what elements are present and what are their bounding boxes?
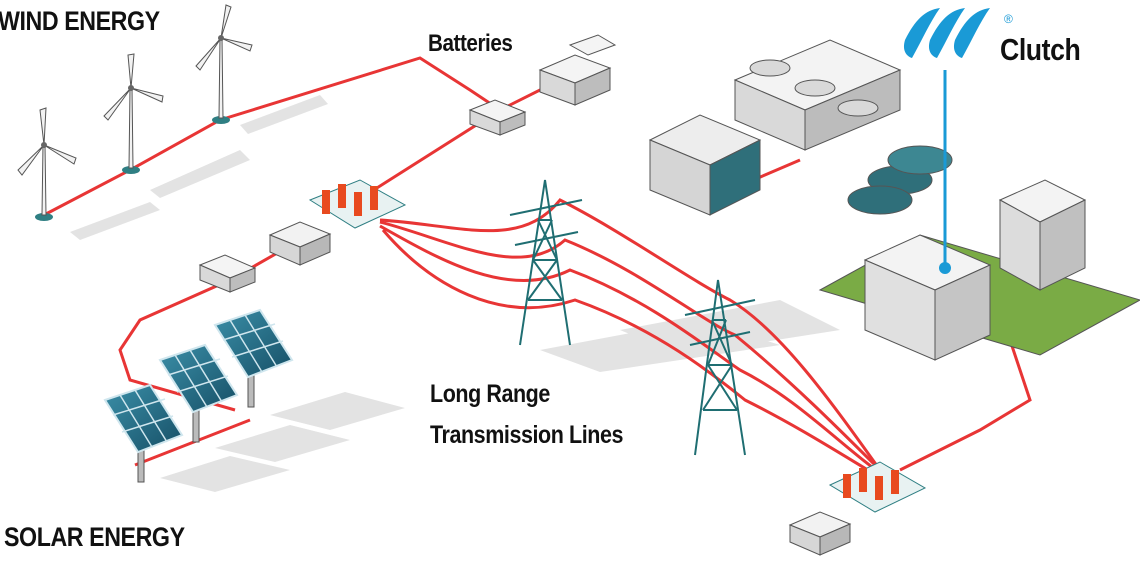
- wind-turbine: [195, 4, 253, 124]
- solar-panels: [103, 308, 294, 483]
- transmission-label-line2: Transmission Lines: [430, 421, 624, 449]
- transmission-label-line1: Long Range: [430, 380, 550, 408]
- substation: [268, 179, 407, 266]
- batteries: [198, 34, 617, 293]
- clutch-brand-name: Clutch: [1000, 32, 1081, 67]
- solar-panel: [158, 343, 239, 443]
- wind-energy-label: WIND ENERGY: [0, 6, 160, 36]
- solar-panel: [103, 383, 184, 483]
- wind-turbine: [103, 53, 164, 174]
- clutch-logo: [903, 8, 990, 58]
- wind-turbines: [17, 4, 253, 221]
- transmission-tower: [509, 179, 583, 346]
- batteries-label: Batteries: [428, 30, 513, 57]
- substation: [788, 461, 927, 556]
- transmission-tower: [684, 279, 756, 456]
- transmission-towers: [509, 179, 756, 456]
- registered-mark: ®: [1004, 12, 1013, 26]
- clutch-location-marker: [939, 70, 951, 274]
- solar-panel: [213, 308, 294, 408]
- solar-energy-label: SOLAR ENERGY: [4, 522, 185, 552]
- wind-turbine: [17, 107, 77, 221]
- power-plant: [648, 39, 1140, 361]
